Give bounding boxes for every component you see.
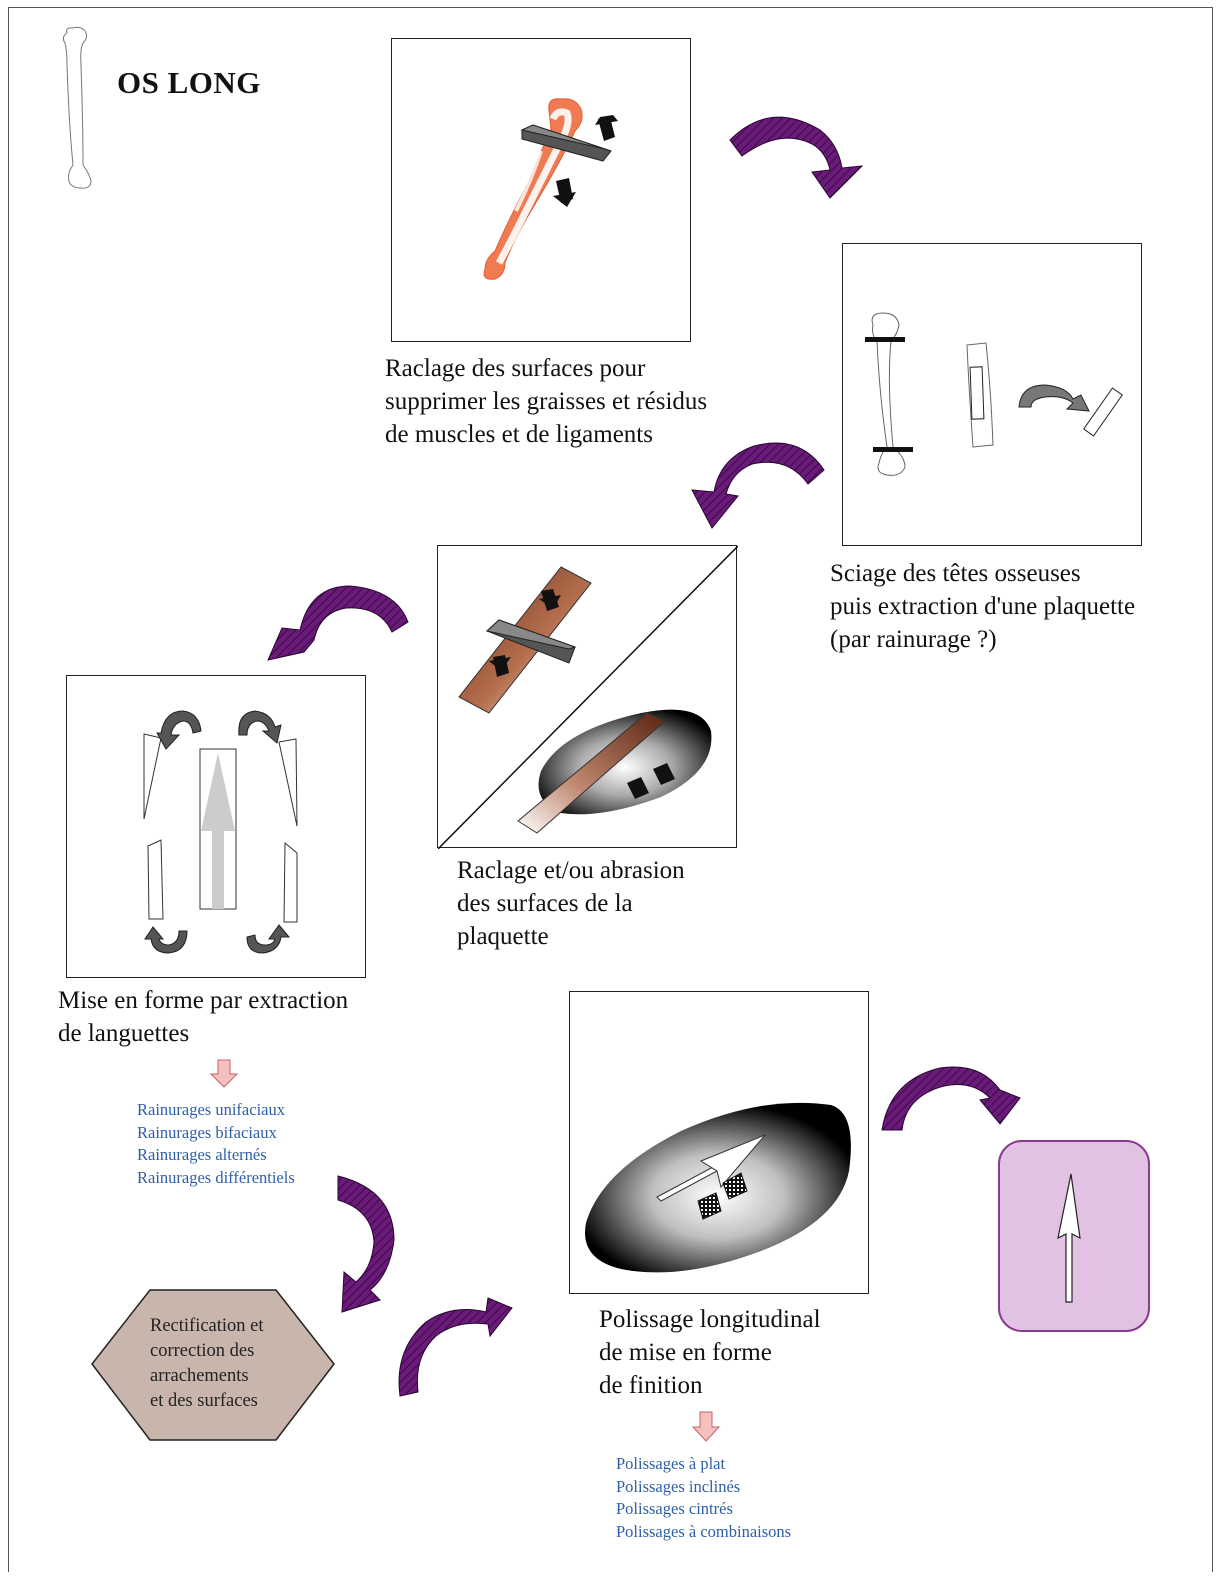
caption-line: supprimer les graisses et résidus <box>385 385 707 418</box>
scraping-illustration <box>392 39 692 343</box>
down-arrow-icon <box>692 1410 722 1444</box>
list-item: Rainurages unifaciaux <box>137 1099 295 1122</box>
caption-line: de finition <box>599 1369 821 1402</box>
caption-line: Raclage des surfaces pour <box>385 352 707 385</box>
long-bone-icon <box>55 25 105 195</box>
caption-line: plaquette <box>457 920 685 953</box>
list-item: Rainurages différentiels <box>137 1167 295 1190</box>
final-product-box <box>998 1140 1150 1332</box>
caption-scraping: Raclage des surfaces pour supprimer les … <box>385 352 707 451</box>
polishing-illustration <box>570 992 870 1295</box>
list-item: Polissages à plat <box>616 1453 791 1476</box>
hex-line: correction des <box>150 1339 264 1364</box>
panel-shaping <box>66 675 366 978</box>
panel-abrasion <box>437 545 737 848</box>
caption-line: de mise en forme <box>599 1336 821 1369</box>
caption-shaping: Mise en forme par extraction de languett… <box>58 984 348 1050</box>
polishing-types-list: Polissages à plat Polissages inclinés Po… <box>616 1453 791 1543</box>
caption-line: (par rainurage ?) <box>830 623 1135 656</box>
list-item: Polissages à combinaisons <box>616 1521 791 1544</box>
caption-line: Mise en forme par extraction <box>58 984 348 1017</box>
abrasion-illustration <box>438 546 738 849</box>
caption-line: Sciage des têtes osseuses <box>830 557 1135 590</box>
caption-line: des surfaces de la <box>457 887 685 920</box>
arrowhead-icon <box>1000 1142 1148 1330</box>
caption-abrasion: Raclage et/ou abrasion des surfaces de l… <box>457 854 685 953</box>
panel-polishing <box>569 991 869 1294</box>
down-arrow-icon <box>210 1058 240 1090</box>
caption-line: de languettes <box>58 1017 348 1050</box>
list-item: Rainurages bifaciaux <box>137 1122 295 1145</box>
hex-line: arrachements <box>150 1364 264 1389</box>
rectification-label: Rectification et correction des arrachem… <box>150 1314 264 1414</box>
list-item: Polissages inclinés <box>616 1476 791 1499</box>
list-item: Rainurages alternés <box>137 1144 295 1167</box>
panel-scraping <box>391 38 691 342</box>
panel-sawing <box>842 243 1142 546</box>
page-title: OS LONG <box>117 65 261 101</box>
caption-sawing: Sciage des têtes osseuses puis extractio… <box>830 557 1135 656</box>
hex-line: Rectification et <box>150 1314 264 1339</box>
caption-polishing: Polissage longitudinal de mise en forme … <box>599 1303 821 1402</box>
caption-line: Raclage et/ou abrasion <box>457 854 685 887</box>
caption-line: puis extraction d'une plaquette <box>830 590 1135 623</box>
grooving-types-list: Rainurages unifaciaux Rainurages bifacia… <box>137 1099 295 1189</box>
shaping-illustration <box>67 676 367 979</box>
caption-line: de muscles et de ligaments <box>385 418 707 451</box>
caption-line: Polissage longitudinal <box>599 1303 821 1336</box>
list-item: Polissages cintrés <box>616 1498 791 1521</box>
sawing-illustration <box>843 244 1143 547</box>
hex-line: et des surfaces <box>150 1389 264 1414</box>
